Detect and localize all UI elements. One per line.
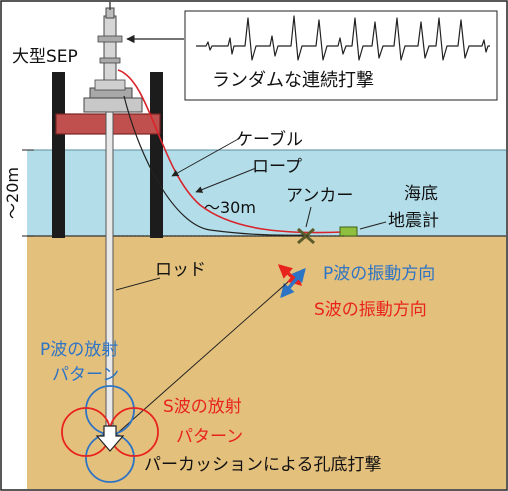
rod-pointer <box>115 277 161 291</box>
rope-line <box>123 95 307 236</box>
s-radiation-label-line1: S波の放射 <box>163 397 242 417</box>
cable-line <box>117 69 345 234</box>
cable-pointer <box>171 137 241 177</box>
anchor-label: アンカー <box>286 186 353 206</box>
p-vibration-label: P波の振動方向 <box>323 264 435 284</box>
distance-label: ～30m <box>204 198 256 217</box>
percussion-label: パーカッションによる孔底打撃 <box>144 455 382 475</box>
anchor-pointer <box>305 206 312 228</box>
waveform-trace <box>196 15 490 61</box>
ray-path-line <box>111 281 289 439</box>
random-hits-panel: ランダムな連続打撃 <box>184 10 498 101</box>
random-hits-label: ランダムな連続打撃 <box>212 70 374 91</box>
rope-pointer <box>195 167 257 193</box>
depth-label: ～20m <box>3 167 22 219</box>
p-vibration-arrow <box>280 267 306 299</box>
seismometer-pointer <box>359 221 387 230</box>
seismometer-icon <box>339 226 358 237</box>
sep-label: 大型SEP <box>12 47 78 67</box>
sep-leg-right <box>150 72 163 238</box>
s-vibration-label: S波の振動方向 <box>314 300 427 320</box>
cable-label: ケーブル <box>236 129 303 150</box>
sep-leg-left <box>52 72 65 238</box>
seismometer-label-line2: 地震計 <box>388 211 439 231</box>
p-radiation-label-line1: P波の放射 <box>40 340 118 360</box>
s-radiation-label-line2: パターン <box>176 427 243 447</box>
rope-label: ロープ <box>252 157 302 177</box>
p-radiation-label-line2: パターン <box>52 365 119 385</box>
rod-label: ロッド <box>155 260 206 280</box>
impact-arrow-icon <box>95 425 125 452</box>
seismometer-label-line1: 海底 <box>404 184 438 204</box>
